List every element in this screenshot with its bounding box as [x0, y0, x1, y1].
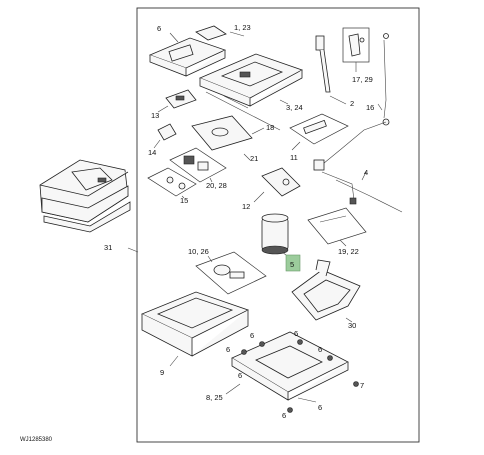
part-2-lever: [315, 35, 347, 105]
part-6-top-panel: [148, 32, 227, 77]
part-3-24-base-frame: [198, 53, 303, 107]
figure-id: WJ1285380: [20, 437, 53, 443]
callout-6: 6: [226, 345, 230, 354]
part-11-actuator-kit: [289, 113, 349, 151]
part-16-cable: [377, 33, 390, 126]
callout-9: 9: [160, 368, 164, 377]
callout-3-24: 3, 24: [286, 103, 303, 112]
callout-18: 18: [266, 123, 274, 132]
callout-6: 6: [318, 403, 322, 412]
part-17-29-bracket-kit: [342, 27, 370, 72]
callout-15: 15: [180, 196, 188, 205]
callout-21: 21: [250, 154, 258, 163]
callout-5: 5: [290, 260, 294, 269]
callout-2: 2: [350, 99, 354, 108]
part-12-mechanism: [253, 167, 301, 203]
callout-13: 13: [151, 111, 159, 120]
callout-6: 6: [250, 331, 254, 340]
callout-31: 31: [104, 243, 112, 252]
callout-1-23: 1, 23: [234, 23, 251, 32]
callout-4: 4: [364, 168, 368, 177]
callout-7: 7: [360, 381, 364, 390]
part-1-23-cover: [195, 25, 245, 41]
callout-12: 12: [242, 202, 250, 211]
part-4-wiring-harness: [313, 121, 403, 213]
callout-19-22: 19, 22: [338, 247, 359, 256]
callout-16: 16: [366, 103, 374, 112]
part-14-clip: [153, 123, 177, 149]
part-5-air-spring: [261, 213, 291, 259]
callout-14: 14: [148, 148, 156, 157]
callout-10-26: 10, 26: [188, 247, 209, 256]
callout-11: 11: [290, 153, 298, 162]
callout-6: 6: [157, 24, 161, 33]
callout-8-25: 8, 25: [206, 393, 223, 402]
part-10-26-cylinder-kit: [195, 251, 267, 295]
part-19-22-label: [307, 207, 367, 247]
exploded-view-frame: [136, 7, 420, 443]
callout-6: 6: [294, 329, 298, 338]
part-8-25-base-plate: [225, 331, 359, 413]
callout-17-29: 17, 29: [352, 75, 373, 84]
complete-seat-assembly: [39, 159, 139, 253]
part-13-bracket: [157, 89, 197, 113]
part-18-21-tray: [191, 115, 265, 161]
part-9-cushion: [141, 291, 250, 367]
callout-5-highlight: [285, 254, 301, 272]
part-20-28-switch-kit: [169, 147, 227, 183]
callout-6: 6: [282, 411, 286, 420]
callout-20-28: 20, 28: [206, 181, 227, 190]
part-30-suspension-frame: [291, 259, 361, 323]
callout-30: 30: [348, 321, 356, 330]
callout-6: 6: [238, 371, 242, 380]
callout-6: 6: [318, 345, 322, 354]
part-15-knob-kit: [147, 167, 197, 199]
